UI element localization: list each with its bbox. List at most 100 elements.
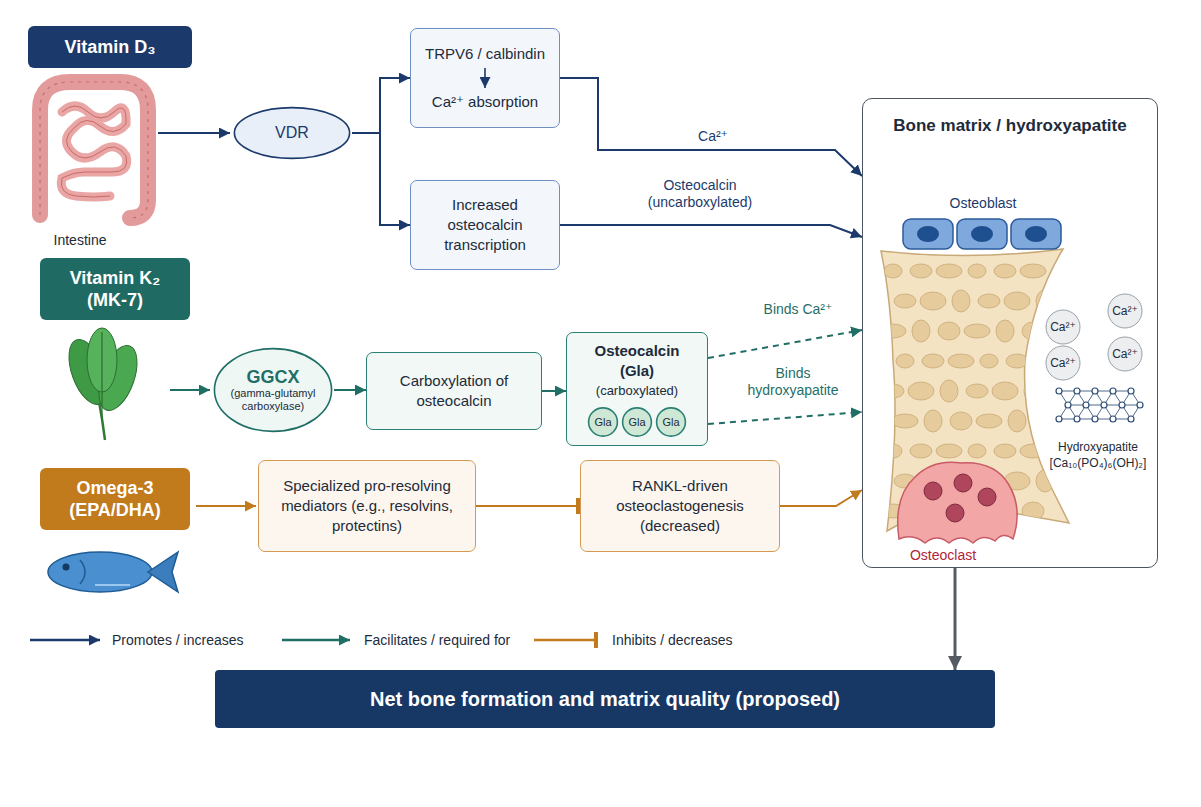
legend-samples [534,639,598,642]
lattice-atom [1101,402,1107,408]
bone-pore [938,322,960,340]
node-subtext: Ca²⁺ absorption [432,92,538,112]
node-text: GGCX [246,367,299,387]
receptor-ellipse: VDR [232,106,352,160]
osteoclast-nucleus [954,474,972,492]
node-subtext: (gamma-glutamyl carboxylase) [225,387,321,413]
bone-pore [1020,264,1046,278]
bone-pore [924,410,942,432]
connector-arrow [780,490,862,506]
connector-arrow [954,568,957,670]
organ-label: Intestine [40,232,120,248]
bone-pore [994,444,1016,458]
process-box: Increased osteocalcin transcription [410,180,560,270]
gla-residue-outline [589,408,618,436]
bone-pore [936,444,962,458]
bone-pore [964,324,990,338]
node-text: Vitamin K₂ (MK-7) [50,267,180,311]
lattice-atom [1137,402,1143,408]
node-text: VDR [275,123,309,143]
bone-pore [992,382,1018,400]
process-box: RANKL-driven osteoclastogenesis (decreas… [580,460,780,552]
bone-pore [948,354,974,368]
connector-arrow [352,78,410,133]
node-text: Osteocalcin (Gla) [577,341,697,381]
bone-pore [1036,290,1054,312]
bone-pore [1024,380,1042,402]
lattice-atom [1092,388,1098,394]
gla-row: Gla Gla Gla [586,407,688,437]
lattice-atom [1128,388,1134,394]
osteoblast-nucleus [971,226,993,242]
node-text: Gla [662,412,679,432]
intestine-illustration [40,82,148,218]
bone-pore [1008,410,1026,432]
fish-illustration [95,584,130,586]
osteoblast-nucleus [917,226,939,242]
node-text: Increased osteocalcin transcription [421,195,549,255]
lattice-atom [1110,416,1116,422]
fish-illustration [80,560,85,584]
osteoblast-cell [1011,219,1061,249]
bone-illustration [863,99,1157,567]
nutrient-box: Omega-3 (EPA/DHA) [40,468,190,530]
lattice-atom [1092,416,1098,422]
lattice-atom [1083,402,1089,408]
bone-pore [1022,322,1044,340]
cell-label: Osteoblast [933,195,1033,211]
hydroxyapatite-lattice [1056,388,1143,422]
small-arrow [484,68,486,88]
bone-pore [1034,412,1056,430]
bone-pore [1020,444,1046,458]
connector-label: Osteocalcin (uncarboxylated) [612,176,788,212]
vitamin-box: Vitamin D₃ [28,26,192,68]
small-arrow [479,67,491,89]
node-text: Carboxylation of osteocalcin [377,371,531,411]
bone-pore [936,264,962,278]
bone-pores [880,264,1058,522]
intestine-illustration [158,132,230,134]
spinach-illustration [61,328,210,440]
process-box: Carboxylation of osteocalcin [366,352,542,430]
intestine-illustration [61,106,126,197]
intestine-illustration [40,82,148,218]
dashed-connector [708,330,862,358]
gla-residue: Gla [656,407,686,437]
gla-residue: Gla [622,407,652,437]
node-text: TRPV6 / calbindin [425,44,545,64]
bone-pore [994,264,1016,278]
bone-pore [978,294,1000,308]
bone-pore [884,264,902,278]
lattice-atom [1056,388,1062,394]
intestine-illustration [61,106,126,197]
bone-pore [896,354,914,368]
bone-pore [980,354,998,368]
gla-residue-outline [623,408,652,436]
bone-pore [952,290,970,312]
node-text: Gla [628,412,645,432]
osteoclast-nucleus [946,504,964,522]
osteoclast-nucleus [924,482,942,500]
node-text: RANKL-driven osteoclastogenesis (decreas… [591,476,769,536]
ion-label: Ca²⁺ [1105,346,1145,362]
bone-pore [1022,502,1044,520]
intestine-illustration [40,82,230,218]
bone-pore [1004,292,1030,310]
osteoblast-nucleus [1025,226,1047,242]
cell-label: Hydroxyapatite [Ca₁₀(PO₄)₆(OH)₂] [1041,439,1155,471]
legend-samples [282,639,350,642]
bone-pore [976,414,1002,428]
legend-text: Inhibits / decreases [612,631,733,649]
bone-pore [894,294,916,308]
node-text: Gla [594,412,611,432]
dashed-connector [708,412,862,424]
connector-arrow [542,390,566,392]
connector-label: Binds hydroxyapatite [730,364,856,400]
connector-arrow [476,505,580,507]
fish-illustration [63,564,70,571]
gla-residue: Gla [588,407,618,437]
outcome-banner: Net bone formation and matrix quality (p… [215,670,995,728]
